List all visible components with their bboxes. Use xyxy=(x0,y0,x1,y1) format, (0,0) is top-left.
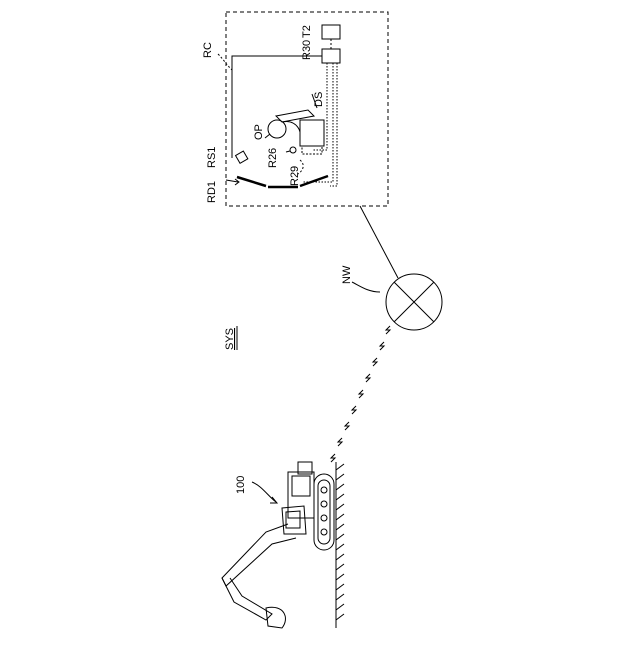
r26-leader xyxy=(286,151,290,152)
arm xyxy=(222,578,272,620)
machine-leader xyxy=(252,482,276,502)
wire-sensor xyxy=(232,56,322,158)
r30-label: R30 xyxy=(301,40,313,60)
network-cross xyxy=(394,282,434,322)
t2-label: T2 xyxy=(301,25,313,38)
system-label: SYS xyxy=(224,328,236,350)
operator-head xyxy=(268,120,286,138)
sensor-label: RS1 xyxy=(206,147,218,168)
op-leader xyxy=(265,134,270,138)
r26-sensor xyxy=(290,147,296,153)
excavator: 100 xyxy=(222,462,344,628)
seat-box xyxy=(300,120,324,146)
crawler-rollers xyxy=(321,487,327,535)
machine-label: 100 xyxy=(235,476,247,494)
rc-leader xyxy=(218,54,232,70)
wireless-link xyxy=(331,326,390,462)
room-to-network-line xyxy=(360,206,398,278)
display-label: RD1 xyxy=(206,181,218,203)
wire-display xyxy=(302,63,333,182)
rs1-camera xyxy=(236,151,248,163)
crawler-track xyxy=(314,474,334,550)
ground-hatch xyxy=(336,464,344,620)
nw-leader xyxy=(352,282,380,292)
r29-label: R29 xyxy=(289,166,301,186)
display-right xyxy=(300,176,328,186)
crawler-inner xyxy=(318,480,330,544)
seat-label: DS xyxy=(313,92,325,107)
room-label: RC xyxy=(202,42,214,58)
display-left xyxy=(237,177,266,186)
r30-box xyxy=(322,49,340,63)
network-label: NW xyxy=(341,265,353,284)
seat-base xyxy=(302,146,322,154)
engine-cover xyxy=(292,476,310,496)
r26-label: R26 xyxy=(267,148,279,168)
operator-label: OP xyxy=(253,124,265,140)
t2-box xyxy=(322,25,340,39)
boom xyxy=(222,524,296,586)
